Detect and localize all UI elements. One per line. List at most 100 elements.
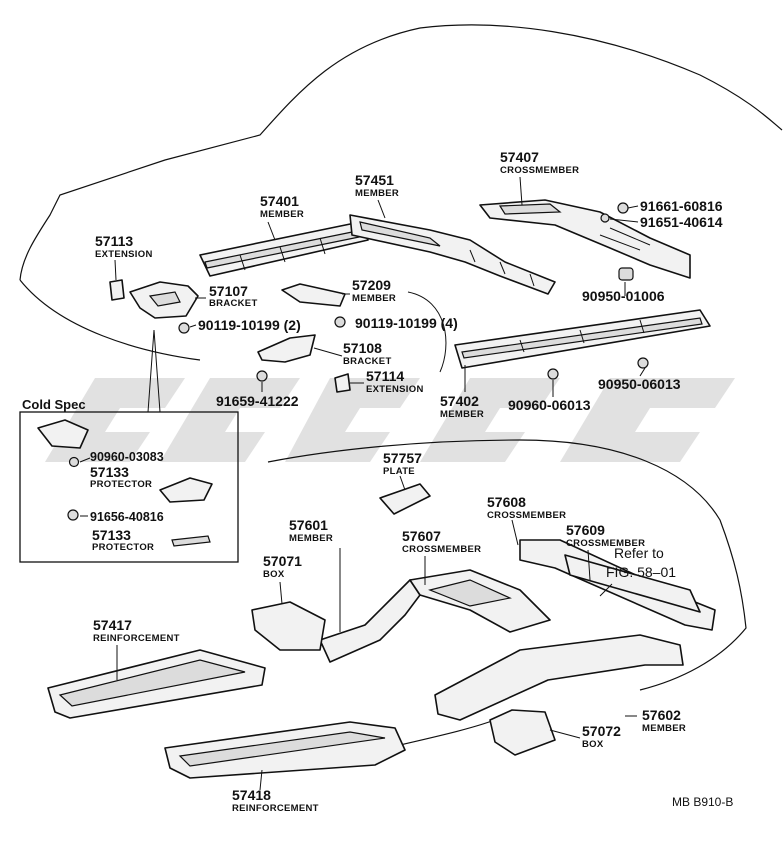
part-57107-bracket[interactable] <box>129 281 199 319</box>
part-57601-member[interactable] <box>319 579 421 663</box>
part-57757-plate[interactable] <box>379 483 431 515</box>
svg-text:PLATE: PLATE <box>383 466 415 477</box>
part-57401-member[interactable] <box>199 221 369 277</box>
svg-text:FIG. 58–01: FIG. 58–01 <box>606 564 676 580</box>
cold-spec-protector-a[interactable] <box>37 419 89 449</box>
label-57418: 57418 REINFORCEMENT <box>232 787 319 814</box>
cold-spec-title: Cold Spec <box>22 397 86 412</box>
svg-text:57072: 57072 <box>582 723 621 739</box>
part-57071-box[interactable] <box>251 601 326 651</box>
bolt-91661-60816[interactable] <box>617 202 629 214</box>
bolt-90119-10199-right[interactable] <box>334 316 346 328</box>
part-57609-crossmember[interactable] <box>564 554 701 613</box>
diagram-code: MB B910-B <box>672 795 733 809</box>
svg-text:PROTECTOR: PROTECTOR <box>92 542 154 553</box>
part-57114-extension[interactable] <box>334 373 351 393</box>
svg-text:MEMBER: MEMBER <box>352 293 396 304</box>
svg-text:57401: 57401 <box>260 193 299 209</box>
label-57451: 57451 MEMBER <box>355 172 399 199</box>
svg-text:57451: 57451 <box>355 172 394 188</box>
part-57072-box[interactable] <box>489 709 556 756</box>
svg-text:EXTENSION: EXTENSION <box>366 384 424 395</box>
part-57607-crossmember[interactable] <box>409 569 551 633</box>
label-57607: 57607 CROSSMEMBER <box>402 528 481 555</box>
svg-text:MEMBER: MEMBER <box>355 188 399 199</box>
svg-text:57607: 57607 <box>402 528 441 544</box>
label-91661-60816: 91661-60816 <box>640 198 723 214</box>
svg-text:57071: 57071 <box>263 553 302 569</box>
part-57209-member[interactable] <box>281 283 346 307</box>
svg-text:MEMBER: MEMBER <box>289 533 333 544</box>
svg-text:CROSSMEMBER: CROSSMEMBER <box>487 510 566 521</box>
cold-spec-bolt[interactable] <box>67 509 79 521</box>
grommet-90950-01006[interactable] <box>618 267 634 281</box>
label-57133-a: 57133 PROTECTOR <box>90 464 152 490</box>
svg-text:57108: 57108 <box>343 340 382 356</box>
svg-text:57114: 57114 <box>366 368 404 384</box>
svg-text:57209: 57209 <box>352 277 391 293</box>
svg-text:BOX: BOX <box>582 739 604 750</box>
svg-text:57133: 57133 <box>92 527 131 543</box>
label-90950-01006: 90950-01006 <box>582 288 665 304</box>
svg-text:EXTENSION: EXTENSION <box>95 249 153 260</box>
label-57108: 57108 BRACKET <box>343 340 392 367</box>
part-57108-bracket[interactable] <box>257 334 316 363</box>
svg-text:57609: 57609 <box>566 522 605 538</box>
label-91651-40614: 91651-40614 <box>640 214 723 230</box>
svg-text:57608: 57608 <box>487 494 526 510</box>
grommet-90950-06013[interactable] <box>637 357 649 369</box>
cold-spec-protector-b[interactable] <box>159 477 213 503</box>
label-57114: 57114 EXTENSION <box>366 368 424 395</box>
label-57072: 57072 BOX <box>582 723 621 750</box>
svg-text:CROSSMEMBER: CROSSMEMBER <box>402 544 481 555</box>
leader-lines <box>79 176 646 791</box>
cold-spec-nut[interactable] <box>68 456 80 468</box>
svg-text:57757: 57757 <box>383 450 422 466</box>
label-57602: 57602 MEMBER <box>642 707 686 734</box>
label-57113: 57113 EXTENSION <box>95 233 153 260</box>
label-90960-03083: 90960-03083 <box>90 450 164 464</box>
grommet-90960-06013[interactable] <box>547 368 559 380</box>
svg-text:BRACKET: BRACKET <box>209 298 258 309</box>
svg-text:57107: 57107 <box>209 283 248 299</box>
label-90960-06013: 90960-06013 <box>508 397 591 413</box>
part-57602-member[interactable] <box>434 634 684 721</box>
label-refer-to: Refer to FIG. 58–01 <box>606 545 676 580</box>
leader-curve <box>407 291 447 373</box>
part-57417-reinforcement[interactable] <box>47 649 266 719</box>
nut-91651-40614[interactable] <box>600 213 610 223</box>
part-57451-member[interactable] <box>349 214 556 295</box>
label-57402: 57402 MEMBER <box>440 393 484 420</box>
label-90119-10199-2: 90119-10199 (2) <box>198 317 301 333</box>
label-91656-40816: 91656-40816 <box>90 510 164 524</box>
label-57071: 57071 BOX <box>263 553 302 580</box>
part-57418-reinforcement[interactable] <box>164 721 406 779</box>
bolt-90119-10199-left[interactable] <box>178 322 190 334</box>
label-90119-10199-4: 90119-10199 (4) <box>355 315 458 331</box>
part-57113-extension[interactable] <box>109 279 125 301</box>
svg-text:57601: 57601 <box>289 517 328 533</box>
svg-text:CROSSMEMBER: CROSSMEMBER <box>566 538 645 549</box>
svg-text:PROTECTOR: PROTECTOR <box>90 479 152 490</box>
svg-text:57417: 57417 <box>93 617 132 633</box>
svg-text:57602: 57602 <box>642 707 681 723</box>
svg-text:MEMBER: MEMBER <box>642 723 686 734</box>
svg-text:Refer to: Refer to <box>614 545 664 561</box>
part-57402-member[interactable] <box>454 309 711 369</box>
svg-text:REINFORCEMENT: REINFORCEMENT <box>232 803 319 814</box>
svg-text:57133: 57133 <box>90 464 129 480</box>
label-57107: 57107 BRACKET <box>209 283 258 309</box>
label-57608: 57608 CROSSMEMBER <box>487 494 566 521</box>
part-57407-crossmember[interactable] <box>479 199 691 279</box>
label-57417: 57417 REINFORCEMENT <box>93 617 180 644</box>
label-57609: 57609 CROSSMEMBER <box>566 522 645 549</box>
svg-text:MEMBER: MEMBER <box>260 209 304 220</box>
svg-text:57418: 57418 <box>232 787 271 803</box>
svg-text:REINFORCEMENT: REINFORCEMENT <box>93 633 180 644</box>
bolt-91659-41222[interactable] <box>256 370 268 382</box>
cold-spec-strip[interactable] <box>171 535 211 547</box>
label-57407: 57407 CROSSMEMBER <box>500 149 579 176</box>
label-90950-06013: 90950-06013 <box>598 376 681 392</box>
svg-text:BRACKET: BRACKET <box>343 356 392 367</box>
